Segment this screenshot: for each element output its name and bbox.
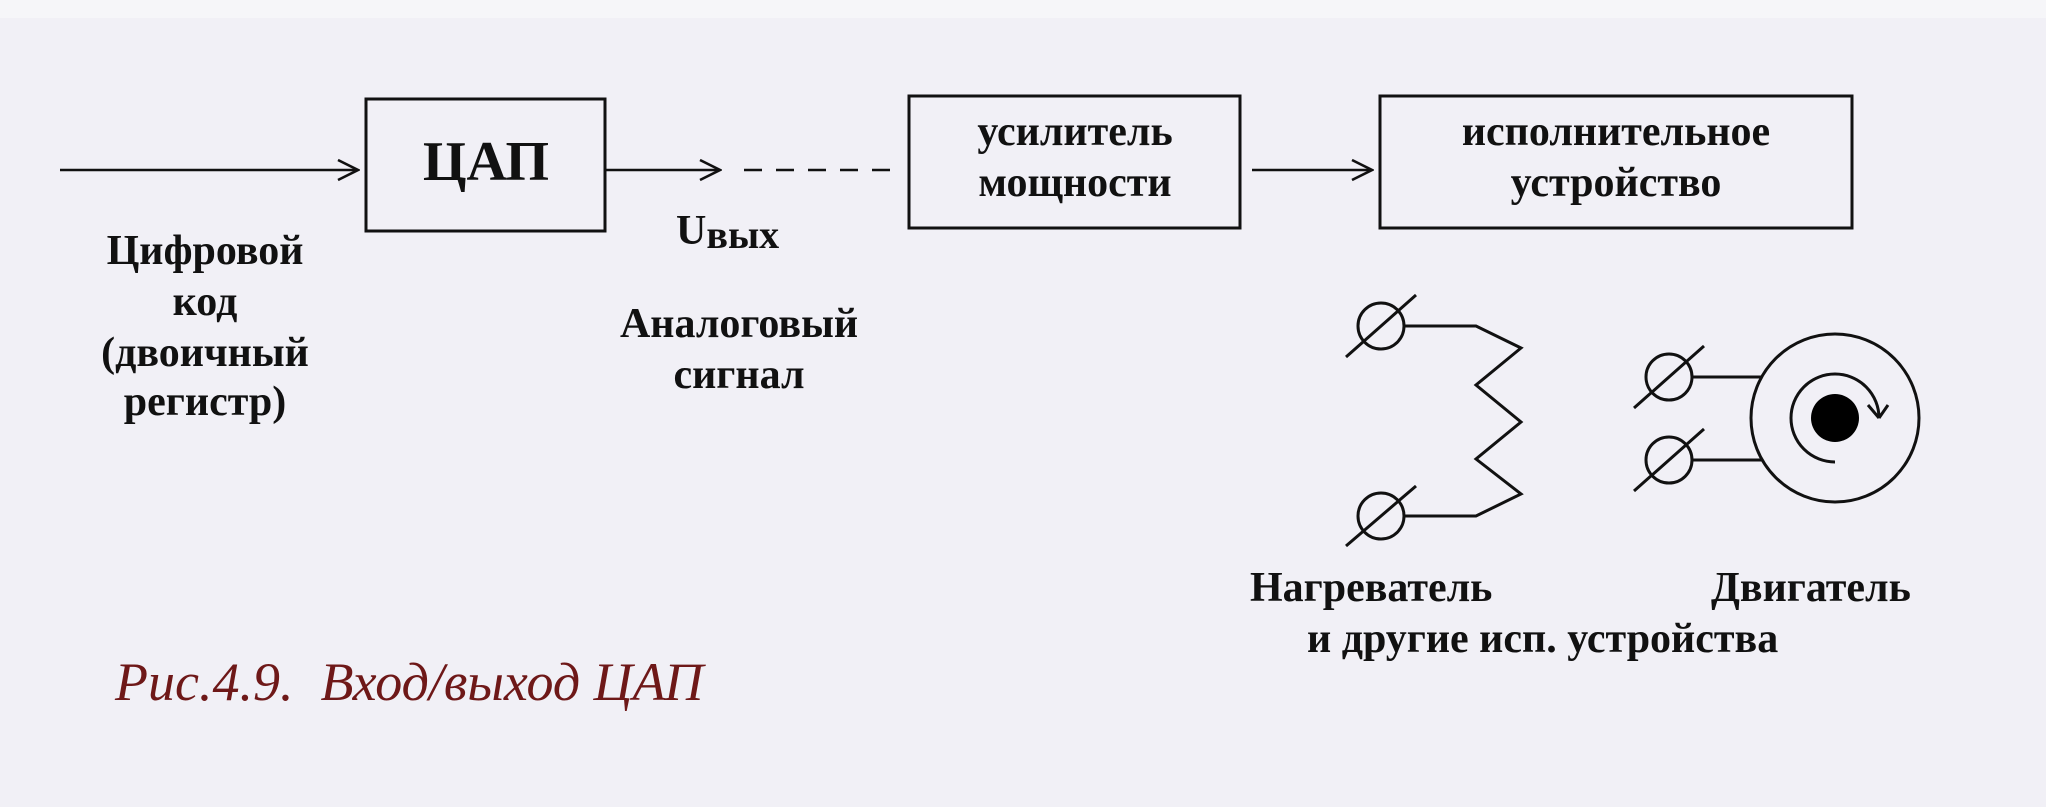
digital-code-line1: Цифровой [107,228,304,274]
uout-main: U [676,208,706,254]
actuator-block [1378,94,1854,230]
motor-terminal-bottom-slash [1633,427,1705,493]
uout-sub: вых [706,212,779,257]
motor-body [1749,332,1921,504]
uout-label: Uвых [676,208,779,257]
heater-terminal-bottom-slash [1345,484,1417,548]
amplifier-label-line2: мощности [978,160,1171,206]
heater-terminal-top-slash [1345,293,1417,359]
heater-resistor [1404,324,1524,518]
motor-symbol [1633,332,1921,504]
analog-signal-line2: сигнал [673,352,804,398]
digital-code-line2: код [173,279,238,325]
motor-rotation-arrow [1789,372,1890,464]
heater-symbol [1345,293,1524,548]
other-devices-label: и другие исп. устройства [1307,616,1778,662]
dac-label: ЦАП [423,131,549,193]
dac-block [364,97,607,233]
actuator-label-line1: исполнительное [1462,109,1770,155]
digital-code-line4: регистр) [124,379,286,425]
motor-label: Двигатель [1711,565,1911,611]
figure-caption: Рис.4.9. Вход/выход ЦАП [114,652,706,712]
actuator-label-line2: устройство [1511,160,1722,206]
motor-rotor [1811,394,1859,442]
digital-code-line3: (двоичный [101,330,309,376]
heater-label: Нагреватель [1250,565,1492,611]
amplifier-label-line1: усилитель [977,109,1172,155]
analog-signal-line1: Аналоговый [620,301,858,347]
top-band [0,0,2046,18]
motor-terminal-top-slash [1633,344,1705,410]
amplifier-block [907,94,1242,230]
